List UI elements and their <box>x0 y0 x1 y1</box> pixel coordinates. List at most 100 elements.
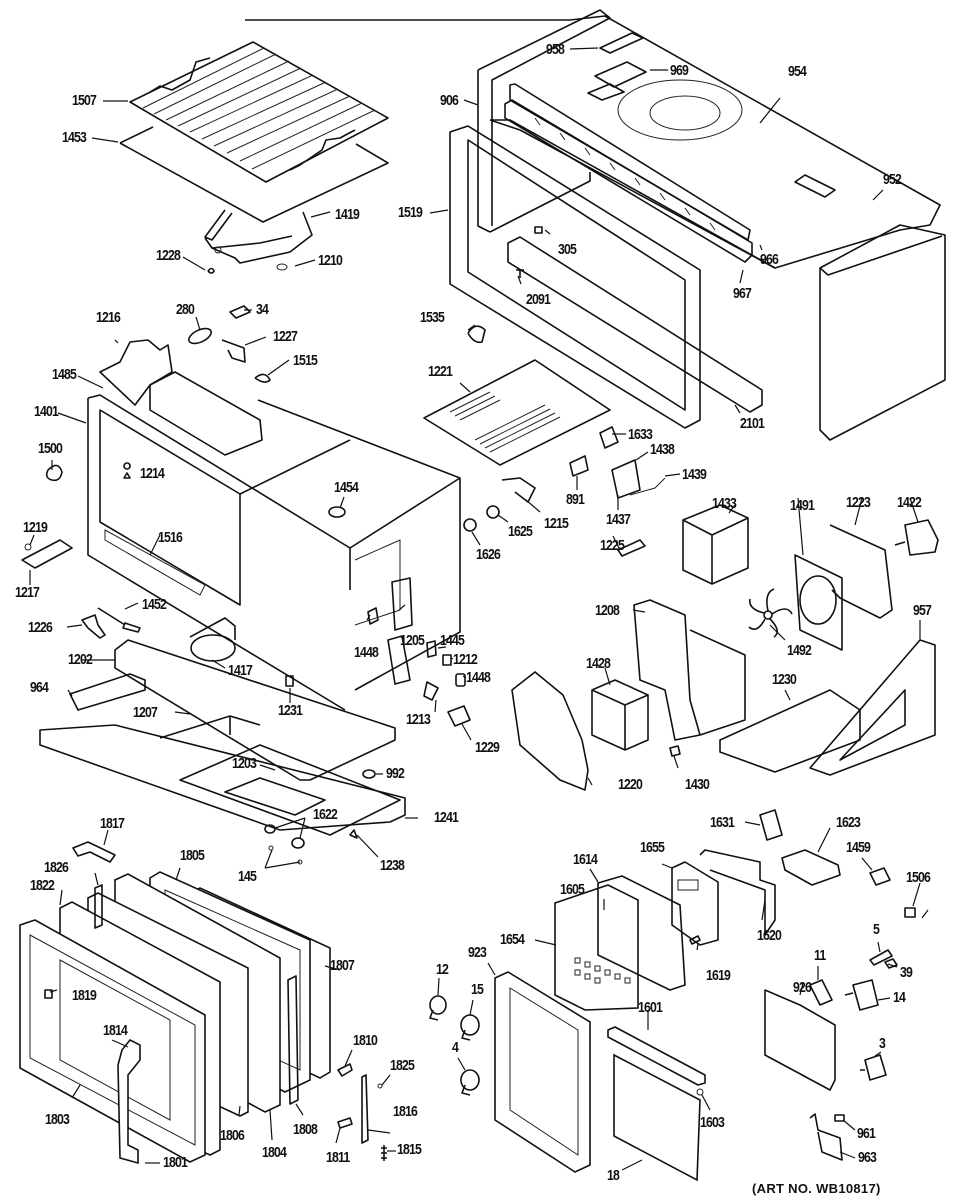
timer-14 <box>844 979 879 1011</box>
label-1620: 1620 <box>757 927 782 944</box>
label-2091: 2091 <box>526 291 551 308</box>
relay-1633 <box>599 426 619 449</box>
label-1422: 1422 <box>897 494 922 511</box>
label-1220: 1220 <box>618 776 643 793</box>
label-1216: 1216 <box>96 309 121 326</box>
label-952: 952 <box>883 171 902 188</box>
vent-rail <box>504 83 753 263</box>
part-1506 <box>904 907 916 918</box>
lever-1213 <box>423 681 439 701</box>
fan-shroud-1491 <box>794 554 843 651</box>
strip-1601 <box>607 1026 706 1086</box>
screw-145a <box>268 845 274 851</box>
lamp-1454 <box>328 506 346 518</box>
touchpad-keys <box>574 957 631 984</box>
relay-1631 <box>759 809 783 841</box>
bracket-1620 <box>699 849 776 936</box>
brace-957 <box>809 639 936 776</box>
label-1428: 1428 <box>586 655 611 672</box>
pin-1619 <box>689 935 701 945</box>
latch-1811 <box>337 1117 353 1129</box>
board-1623 <box>781 849 841 886</box>
label-1225: 1225 <box>600 537 625 554</box>
bracket-1215 <box>501 477 536 503</box>
label-1625: 1625 <box>508 523 533 540</box>
label-1623: 1623 <box>836 814 861 831</box>
label-1215: 1215 <box>544 515 569 532</box>
screw-2091 <box>516 269 524 278</box>
switch-1205 <box>387 577 413 685</box>
label-1633: 1633 <box>628 426 653 443</box>
clip-305 <box>534 226 543 234</box>
label-1603: 1603 <box>700 1114 725 1131</box>
side-panel <box>819 224 946 441</box>
label-1205: 1205 <box>400 632 425 649</box>
label-1459: 1459 <box>846 839 871 856</box>
label-1535: 1535 <box>420 309 445 326</box>
switch-1448b <box>455 673 466 687</box>
air-duct-1208 <box>633 599 746 741</box>
label-1805: 1805 <box>180 847 205 864</box>
bracket-1227 <box>221 339 246 363</box>
bracket-963 <box>809 1113 843 1161</box>
label-1622: 1622 <box>313 806 338 823</box>
label-1212: 1212 <box>453 651 478 668</box>
fan-blade-1492 <box>748 588 793 638</box>
label-966: 966 <box>760 251 779 268</box>
bumper-1219 <box>24 543 32 551</box>
label-1801: 1801 <box>163 1154 188 1171</box>
switch-1212 <box>442 654 452 666</box>
bracket-1217 <box>21 539 73 569</box>
knob-1535 <box>467 325 486 344</box>
display-1655 <box>671 861 719 946</box>
vent-screen <box>423 359 611 466</box>
clip-1238 <box>349 829 358 839</box>
label-145: 145 <box>238 868 257 885</box>
label-1454: 1454 <box>334 479 359 496</box>
label-1401: 1401 <box>34 403 59 420</box>
stirrer-1622a <box>264 824 276 834</box>
label-2101: 2101 <box>740 415 765 432</box>
label-1807: 1807 <box>330 957 355 974</box>
label-1445: 1445 <box>440 632 465 649</box>
label-957: 957 <box>913 602 932 619</box>
label-1227: 1227 <box>273 328 298 345</box>
board-1614 <box>597 875 686 991</box>
plate-18 <box>613 1053 701 1182</box>
wire-1439 <box>629 477 666 496</box>
waveguide-cover-1220 <box>511 671 589 791</box>
label-961: 961 <box>857 1125 876 1142</box>
label-1438: 1438 <box>650 441 675 458</box>
label-39: 39 <box>900 964 913 981</box>
label-891: 891 <box>566 491 585 508</box>
latch-arm-1816 <box>361 1074 369 1144</box>
bracket-969 <box>587 61 647 101</box>
label-1228: 1228 <box>156 247 181 264</box>
label-14: 14 <box>893 989 906 1006</box>
label-1519: 1519 <box>398 204 423 221</box>
label-1819: 1819 <box>72 987 97 1004</box>
label-1614: 1614 <box>573 851 598 868</box>
fuse-1430 <box>669 745 681 757</box>
switch-1445 <box>426 640 437 658</box>
label-4: 4 <box>452 1039 459 1056</box>
bracket-958 <box>599 32 644 54</box>
art-number: (ART NO. WB10817) <box>752 1181 881 1196</box>
label-1437: 1437 <box>606 511 631 528</box>
label-963: 963 <box>858 1149 877 1166</box>
label-1826: 1826 <box>44 859 69 876</box>
part-961 <box>834 1114 845 1122</box>
control-frame-923 <box>494 971 591 1173</box>
stirrer-1622b <box>291 837 305 849</box>
label-1825: 1825 <box>390 1057 415 1074</box>
label-1448a: 1448 <box>354 644 379 661</box>
transformer-1433 <box>682 504 749 585</box>
oven-cavity <box>87 394 461 711</box>
plate-964 <box>69 673 146 711</box>
switch-3 <box>860 1054 887 1081</box>
knob-1500 <box>45 464 63 482</box>
label-1452: 1452 <box>142 596 167 613</box>
label-1516: 1516 <box>158 529 183 546</box>
label-1221: 1221 <box>428 363 453 380</box>
